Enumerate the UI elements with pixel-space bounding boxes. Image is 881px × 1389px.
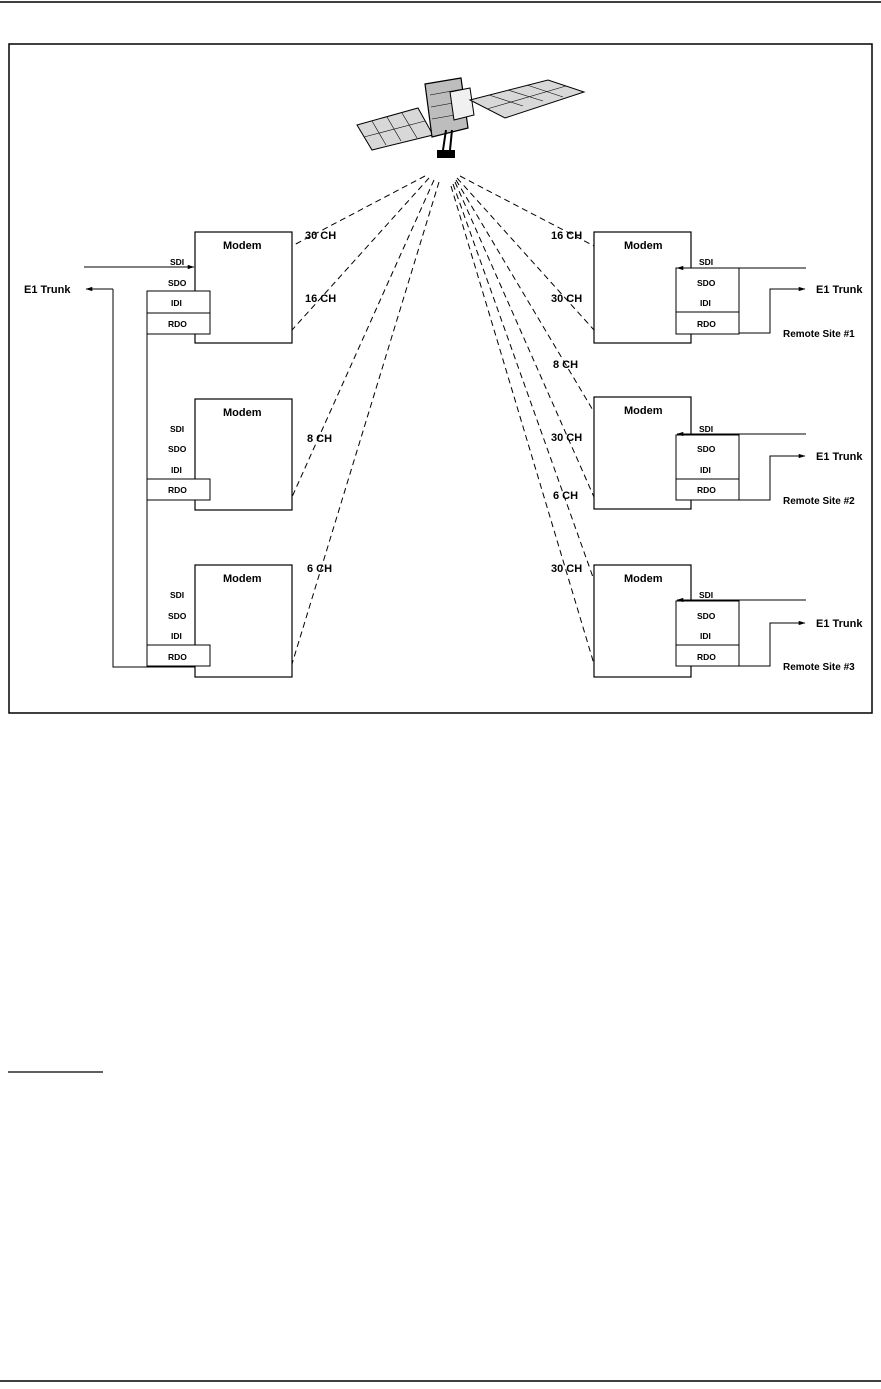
right-link-label-5: 6 CH <box>553 490 578 502</box>
hub1-port-idi: IDI <box>171 298 182 308</box>
remote-3-rdo-box <box>675 644 740 667</box>
remote-modem-2 <box>593 396 692 510</box>
right-link-label-4: 30 CH <box>551 432 582 444</box>
hub-modem-1 <box>194 231 293 344</box>
hub2-port-idi: IDI <box>171 465 182 475</box>
hub1-port-rdo: RDO <box>168 319 187 329</box>
site3-e1-trunk-label: E1 Trunk <box>816 618 863 630</box>
rem2-port-sdo: SDO <box>697 444 716 454</box>
link-left-1 <box>291 175 426 247</box>
link-right-4 <box>454 181 595 498</box>
link-right-1 <box>459 175 595 247</box>
hub2-port-sdi: SDI <box>170 424 184 434</box>
remote-1-rdo-box <box>675 311 740 335</box>
hub2-port-sdo: SDO <box>168 444 187 454</box>
figure-frame <box>8 43 873 714</box>
rem3-port-idi: IDI <box>700 631 711 641</box>
rem2-port-idi: IDI <box>700 465 711 475</box>
hub-return-wire <box>112 289 195 668</box>
link-left-4 <box>291 181 440 665</box>
link-right-3 <box>455 179 595 413</box>
hub-modem-3-rdo-box <box>146 644 211 667</box>
hub3-port-idi: IDI <box>171 631 182 641</box>
right-link-label-6: 30 CH <box>551 563 582 575</box>
right-link-label-2: 30 CH <box>551 293 582 305</box>
hub1-port-sdi: SDI <box>170 257 184 267</box>
rem1-port-idi: IDI <box>700 298 711 308</box>
site2-e1-trunk-label: E1 Trunk <box>816 451 863 463</box>
site2-out-wire <box>739 453 806 501</box>
hub1-port-sdo: SDO <box>168 278 187 288</box>
remote-modem-3 <box>593 564 692 678</box>
rem1-port-sdi: SDI <box>699 257 713 267</box>
link-left-2 <box>291 177 430 331</box>
hub-modem-3-label: Modem <box>223 573 262 585</box>
remote-1-sdo-idi-box <box>675 267 740 313</box>
rem3-port-sdo: SDO <box>697 611 716 621</box>
rem1-port-sdo: SDO <box>697 278 716 288</box>
remote-modem-3-label: Modem <box>624 573 663 585</box>
remote-2-rdo-box <box>675 478 740 501</box>
rem2-port-rdo: RDO <box>697 485 716 495</box>
link-left-3 <box>291 179 435 498</box>
hub-modem-2-label: Modem <box>223 407 262 419</box>
left-link-label-3: 8 CH <box>307 433 332 445</box>
link-right-2 <box>456 177 595 331</box>
remote-3-sdo-idi-box <box>675 600 740 646</box>
remote-modem-1-label: Modem <box>624 240 663 252</box>
hub3-port-rdo: RDO <box>168 652 187 662</box>
left-link-label-1: 30 CH <box>305 230 336 242</box>
site1-e1-trunk-label: E1 Trunk <box>816 284 863 296</box>
hub-e1-trunk-label: E1 Trunk <box>24 284 71 296</box>
remote-site-2-label: Remote Site #2 <box>783 496 855 507</box>
hub-modem-2-rdo-box <box>146 478 211 501</box>
link-right-5 <box>452 183 595 581</box>
rem3-port-sdi: SDI <box>699 590 713 600</box>
hub-modem-1-rdo-box <box>146 312 211 335</box>
remote-modem-1 <box>593 231 692 344</box>
rem3-port-rdo: RDO <box>697 652 716 662</box>
rem1-port-rdo: RDO <box>697 319 716 329</box>
link-right-6 <box>450 185 595 665</box>
rem2-port-sdi: SDI <box>699 424 713 434</box>
hub-modem-3 <box>194 564 293 678</box>
remote-site-1-label: Remote Site #1 <box>783 329 855 340</box>
hub2-port-rdo: RDO <box>168 485 187 495</box>
right-link-label-3: 8 CH <box>553 359 578 371</box>
remote-modem-2-label: Modem <box>624 405 663 417</box>
hub3-port-sdi: SDI <box>170 590 184 600</box>
site1-out-wire <box>739 286 806 334</box>
remote-site-3-label: Remote Site #3 <box>783 662 855 673</box>
hub3-port-sdo: SDO <box>168 611 187 621</box>
left-link-label-4: 6 CH <box>307 563 332 575</box>
remote-2-sdo-idi-box <box>675 434 740 480</box>
hub-modem-2 <box>194 398 293 511</box>
site3-out-wire <box>739 620 806 667</box>
right-link-label-1: 16 CH <box>551 230 582 242</box>
left-link-label-2: 16 CH <box>305 293 336 305</box>
hub-modem-1-label: Modem <box>223 240 262 252</box>
satellite-icon <box>356 77 586 158</box>
